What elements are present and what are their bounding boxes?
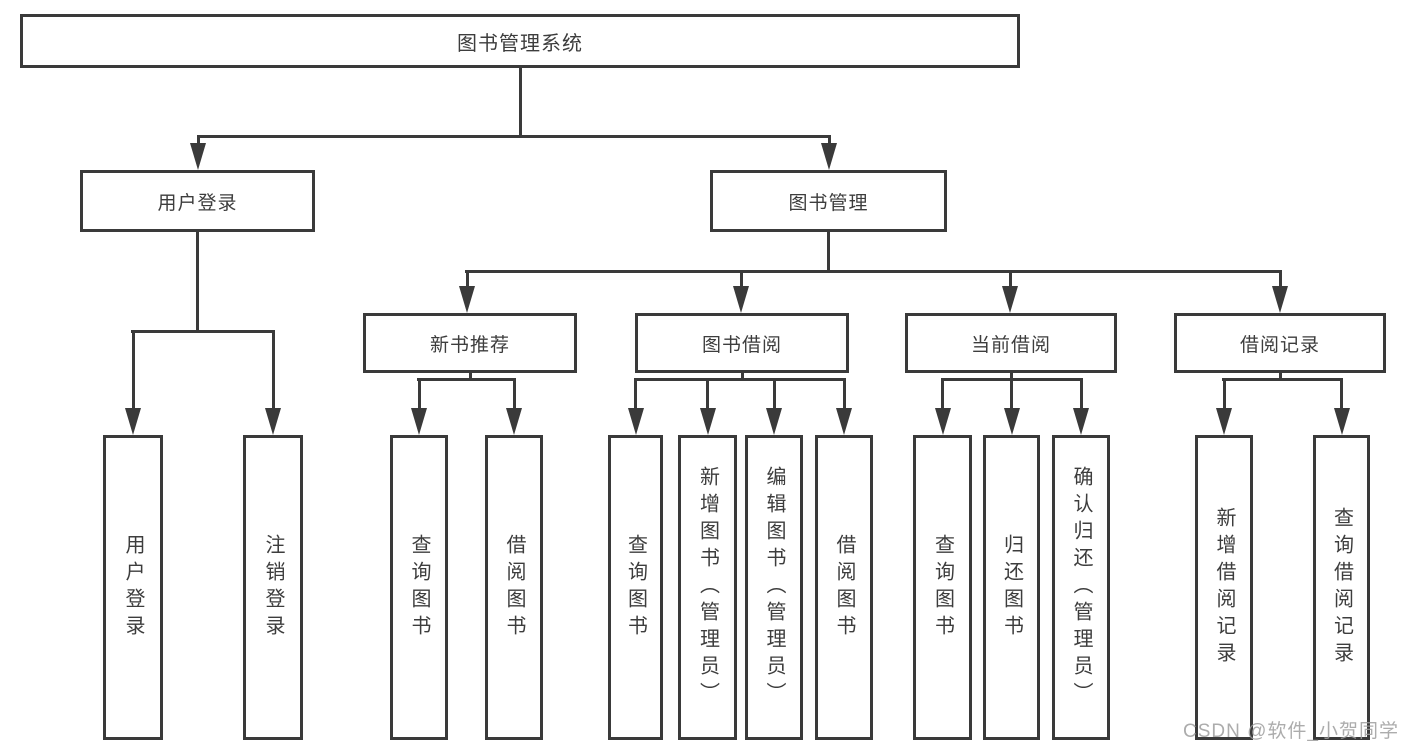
leaf-label: 新增图书（管理员）: [696, 466, 719, 709]
connector-line: [1223, 378, 1226, 411]
node-label: 借阅记录: [1239, 334, 1320, 356]
arrowhead-down-icon: [1216, 408, 1232, 435]
leaf-borrow-books-recommend: 借阅图书: [485, 435, 543, 740]
arrowhead-down-icon: [1073, 408, 1089, 435]
connector-line: [197, 135, 831, 138]
connector-line: [465, 270, 1282, 273]
arrowhead-down-icon: [125, 408, 141, 435]
arrowhead-down-icon: [733, 286, 749, 313]
node-new-book-recommend: 新书推荐: [363, 313, 577, 373]
connector-line: [740, 270, 743, 289]
node-root-label: 图书管理系统: [457, 32, 583, 55]
connector-line: [132, 330, 135, 410]
connector-line: [466, 270, 469, 289]
watermark-text: CSDN @软件_小贺同学: [1183, 721, 1399, 742]
connector-line: [1279, 373, 1282, 381]
arrowhead-down-icon: [459, 286, 475, 313]
arrowhead-down-icon: [190, 143, 206, 170]
leaf-logout: 注销登录: [243, 435, 303, 740]
connector-line: [197, 135, 200, 145]
connector-line: [418, 378, 421, 411]
leaf-add-books-admin: 新增图书（管理员）: [678, 435, 737, 740]
leaf-label: 查询图书: [931, 533, 954, 642]
connector-line: [272, 330, 275, 410]
connector-line: [519, 68, 522, 137]
arrowhead-down-icon: [935, 408, 951, 435]
arrowhead-down-icon: [766, 408, 782, 435]
leaf-query-books-borrowing: 查询图书: [608, 435, 663, 740]
leaf-query-books-current: 查询图书: [913, 435, 972, 740]
arrowhead-down-icon: [821, 143, 837, 170]
connector-line: [1279, 270, 1282, 289]
arrowhead-down-icon: [506, 408, 522, 435]
arrowhead-down-icon: [628, 408, 644, 435]
connector-line: [1080, 378, 1083, 411]
leaf-label: 归还图书: [1000, 533, 1023, 642]
leaf-query-books-recommend: 查询图书: [390, 435, 448, 740]
connector-line: [417, 378, 516, 381]
arrowhead-down-icon: [700, 408, 716, 435]
connector-line: [634, 378, 846, 381]
arrowhead-down-icon: [265, 408, 281, 435]
connector-line: [1340, 378, 1343, 411]
node-current-borrowing: 当前借阅: [905, 313, 1117, 373]
leaf-add-borrow-record: 新增借阅记录: [1195, 435, 1253, 740]
arrowhead-down-icon: [836, 408, 852, 435]
arrowhead-down-icon: [1004, 408, 1020, 435]
leaf-label: 用户登录: [122, 533, 144, 642]
arrowhead-down-icon: [1334, 408, 1350, 435]
node-book-management: 图书管理: [710, 170, 947, 232]
connector-line: [843, 378, 846, 411]
leaf-label: 借阅图书: [503, 533, 525, 642]
connector-line: [196, 232, 199, 332]
connector-line: [1010, 378, 1013, 411]
node-borrowing-records: 借阅记录: [1174, 313, 1386, 373]
connector-line: [634, 378, 637, 411]
node-user-login: 用户登录: [80, 170, 315, 232]
node-root: 图书管理系统: [20, 14, 1020, 68]
leaf-label: 新增借阅记录: [1213, 506, 1235, 669]
node-label: 用户登录: [157, 192, 238, 214]
node-label: 新书推荐: [429, 334, 510, 356]
node-label: 当前借阅: [970, 334, 1051, 356]
leaf-label: 查询借阅记录: [1330, 506, 1353, 669]
node-label: 图书借阅: [701, 334, 782, 356]
connector-line: [1009, 270, 1012, 289]
leaf-edit-books-admin: 编辑图书（管理员）: [745, 435, 803, 740]
leaf-label: 注销登录: [262, 533, 284, 642]
connector-line: [828, 135, 831, 145]
connector-line: [1222, 378, 1343, 381]
connector-line: [469, 373, 472, 381]
connector-line: [706, 378, 709, 411]
arrowhead-down-icon: [1272, 286, 1288, 313]
leaf-label: 编辑图书（管理员）: [763, 466, 785, 709]
connector-line: [1010, 373, 1013, 381]
connector-line: [741, 373, 744, 381]
arrowhead-down-icon: [411, 408, 427, 435]
leaf-label: 查询图书: [624, 533, 647, 642]
leaf-borrow-books-borrowing: 借阅图书: [815, 435, 873, 740]
connector-line: [827, 232, 830, 272]
connector-line: [513, 378, 516, 411]
leaf-return-books: 归还图书: [983, 435, 1040, 740]
node-label: 图书管理: [788, 192, 869, 214]
node-book-borrowing: 图书借阅: [635, 313, 849, 373]
arrowhead-down-icon: [1002, 286, 1018, 313]
connector-line: [131, 330, 275, 333]
leaf-query-borrow-record: 查询借阅记录: [1313, 435, 1370, 740]
connector-line: [773, 378, 776, 411]
connector-line: [941, 378, 944, 411]
leaf-label: 借阅图书: [833, 533, 855, 642]
leaf-label: 确认归还（管理员）: [1070, 466, 1092, 709]
leaf-label: 查询图书: [408, 533, 430, 642]
leaf-user-login: 用户登录: [103, 435, 163, 740]
leaf-confirm-return-admin: 确认归还（管理员）: [1052, 435, 1110, 740]
